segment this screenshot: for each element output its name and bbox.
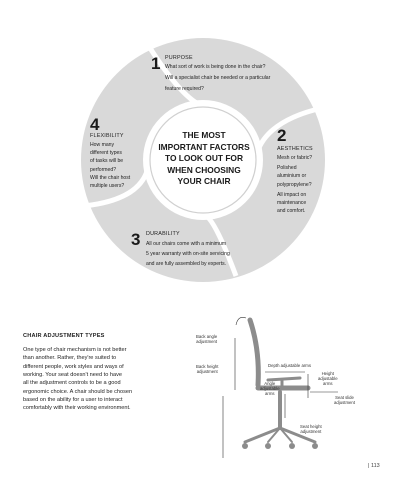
factor-heading-aesthetics: AESTHETICS [277,146,313,152]
section-paragraph: One type of chair mechanism is not bette… [23,347,133,412]
page-number: | 113 [368,463,380,469]
inner-ring-outline [149,106,257,214]
factor-text-aesthetics: Mesh or fabric? Polished aluminium or po… [277,155,313,215]
factor-number-1: 1 [151,54,161,73]
section-title: CHAIR ADJUSTMENT TYPES [23,333,105,339]
factor-text-flexibility: How many different types of tasks will b… [90,142,131,190]
label-depth-arms: Depth adjustable arms [268,363,311,368]
chair-illustration [222,317,338,458]
factor-heading-purpose: PURPOSE [165,55,193,61]
factor-heading-flexibility: FLEXIBILITY [90,133,124,139]
center-title: THE MOST IMPORTANT FACTORS TO LOOK OUT F… [158,130,250,187]
factor-text-durability: All our chairs come with a minimum 5 yea… [146,241,230,268]
factor-number-2: 2 [277,126,287,145]
back-angle-arrow [235,317,247,326]
chair-arm [266,376,302,382]
factor-number-4: 4 [90,115,100,134]
inner-circle [143,100,263,220]
chair-backrest [247,317,261,388]
factor-heading-durability: DURABILITY [146,231,180,237]
factors-diagram [81,38,325,282]
factor-number-3: 3 [131,230,141,249]
factor-text-purpose: What sort of work is being done in the c… [165,64,271,93]
chair-wheels [242,443,318,449]
